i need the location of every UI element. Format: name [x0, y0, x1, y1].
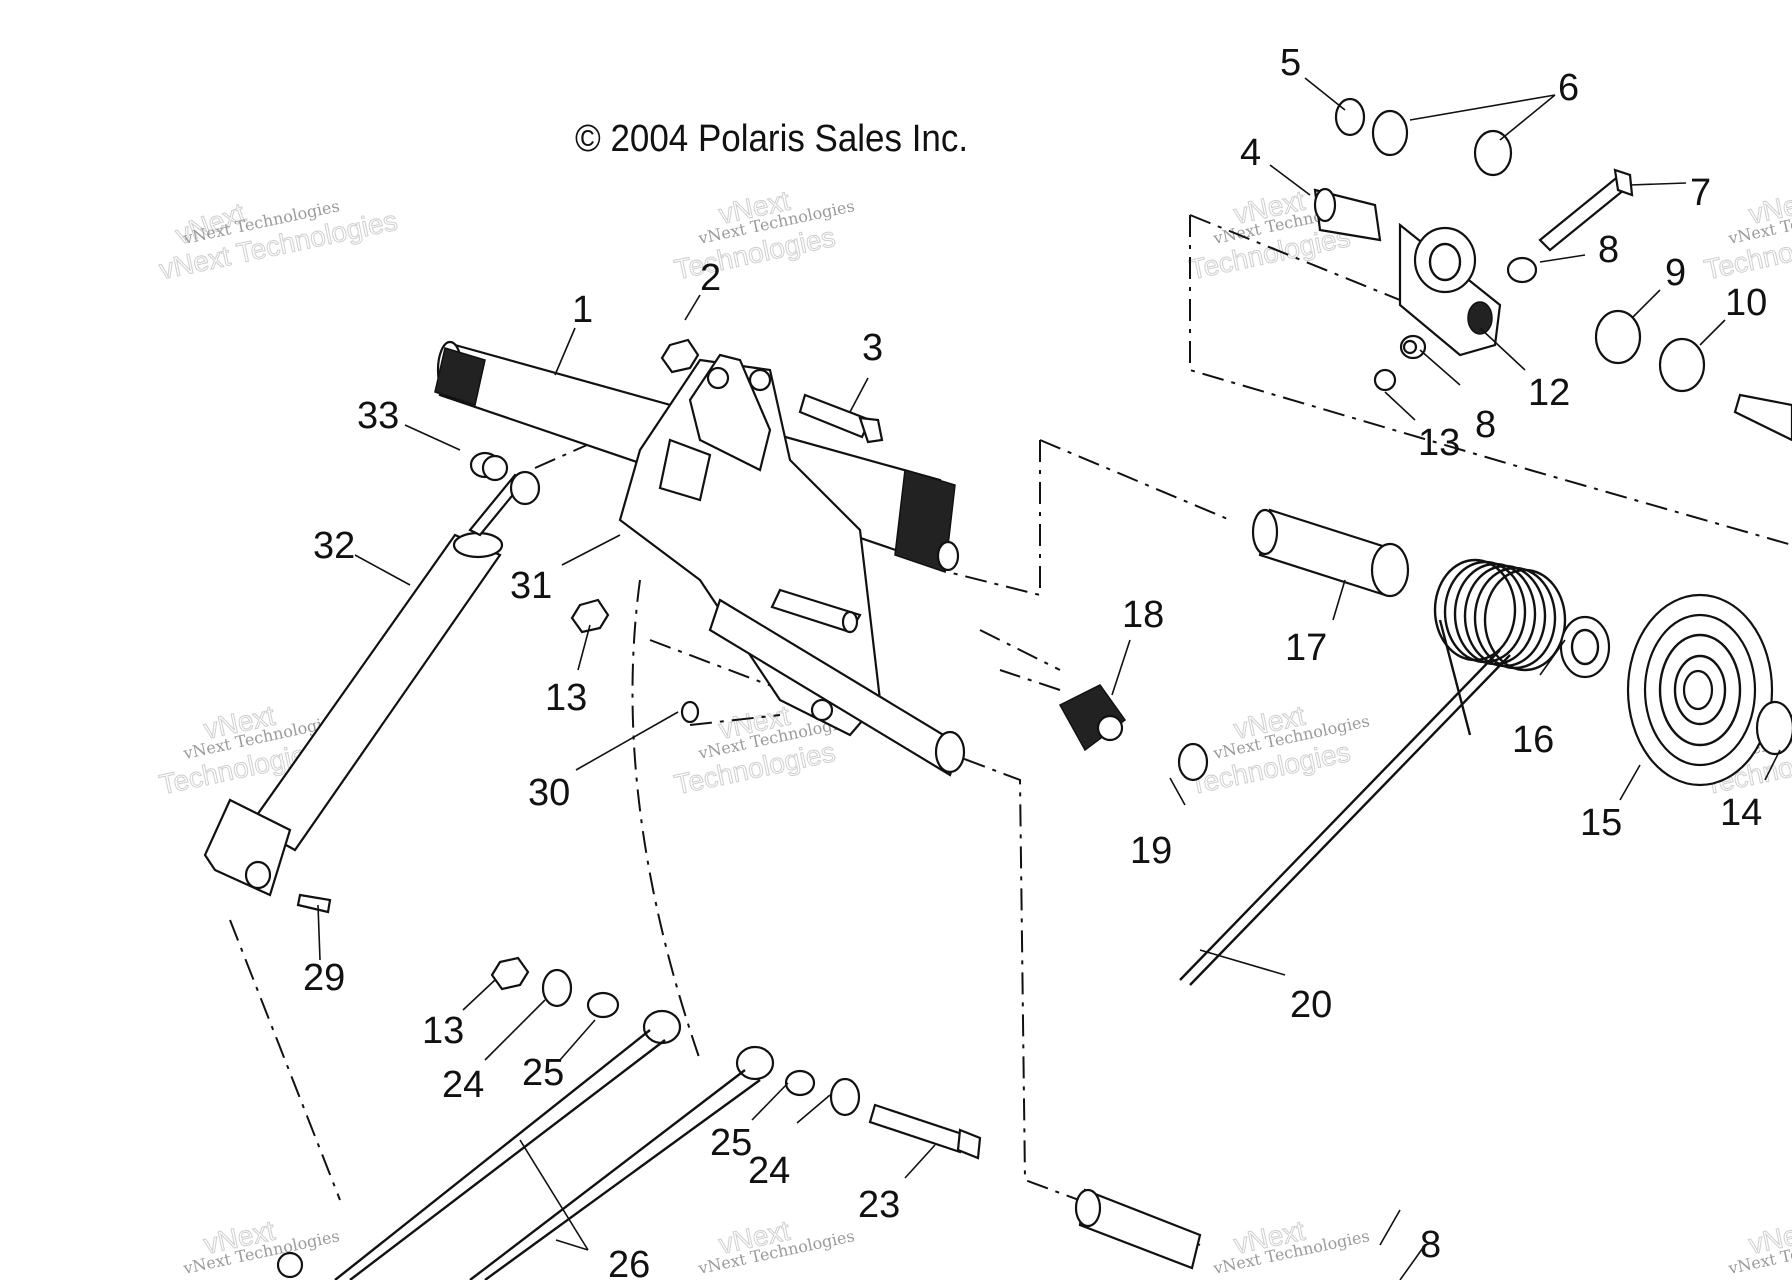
callout-15: 15: [1580, 802, 1622, 844]
callout-10: 10: [1725, 282, 1767, 324]
watermark: vNext vNext Technologies: [1726, 1214, 1792, 1278]
callout-7: 7: [1690, 172, 1711, 214]
part-15-wheel: [1626, 593, 1774, 787]
callout-24: 24: [442, 1064, 484, 1106]
callout-19: 19: [1130, 830, 1172, 872]
callout-20: 20: [1290, 984, 1332, 1026]
callout-12: 12: [1528, 372, 1570, 414]
callout-24: 24: [748, 1150, 790, 1192]
callout-3: 3: [862, 327, 883, 369]
callout-26: 26: [608, 1244, 650, 1280]
callout-5: 5: [1280, 42, 1301, 84]
callout-2: 2: [700, 257, 721, 299]
part-pivot-bracket: [1313, 97, 1792, 756]
callout-4: 4: [1240, 132, 1261, 174]
part-16-washer: [1559, 615, 1611, 679]
watermark: vNext vNext Technologies vNext Technolog…: [156, 196, 400, 286]
copyright-notice: © 2004 Polaris Sales Inc.: [575, 118, 969, 160]
part-32-shock: [203, 451, 541, 897]
callout-23: 23: [858, 1184, 900, 1226]
callout-9: 9: [1665, 252, 1686, 294]
callout-31: 31: [510, 565, 552, 607]
callout-14: 14: [1720, 792, 1762, 834]
callout-1: 1: [572, 289, 593, 331]
watermark: vNext vNext Technologies Technologies: [1186, 699, 1371, 801]
callout-6: 6: [1558, 67, 1579, 109]
watermark: vNext vNext Technologies Technologies: [671, 184, 856, 286]
callout-13: 13: [422, 1010, 464, 1052]
part-hardware: [276, 338, 1202, 1281]
part-18-block: [1058, 684, 1127, 752]
watermark: vNext vNext Technologies: [696, 1214, 856, 1278]
callout-25: 25: [522, 1052, 564, 1094]
callout-17: 17: [1285, 627, 1327, 669]
part-31-bracket: [618, 353, 966, 777]
callout-30: 30: [528, 772, 570, 814]
callout-25: 25: [710, 1122, 752, 1164]
callout-13: 13: [1418, 422, 1460, 464]
callout-13: 13: [545, 677, 587, 719]
callout-8: 8: [1420, 1224, 1441, 1266]
part-20-spring: [1179, 558, 1567, 986]
callout-labels: 1 2 3 4 5 6 7 8 8 8 9 10 12 13 13 13 14 …: [303, 42, 1767, 1285]
watermark: vNext vNext Technologies: [181, 1214, 341, 1278]
watermark: vNext vNext Technologies: [1211, 1214, 1371, 1278]
callout-16: 16: [1512, 719, 1554, 761]
leader-lines: [317, 77, 1781, 1281]
callout-8: 8: [1598, 229, 1619, 271]
part-17-bushing: [1251, 508, 1410, 598]
callout-33: 33: [357, 395, 399, 437]
callout-32: 32: [313, 525, 355, 567]
callout-29: 29: [303, 957, 345, 999]
callout-18: 18: [1122, 594, 1164, 636]
part-19-washer: [1177, 742, 1209, 782]
callout-8: 8: [1475, 404, 1496, 446]
